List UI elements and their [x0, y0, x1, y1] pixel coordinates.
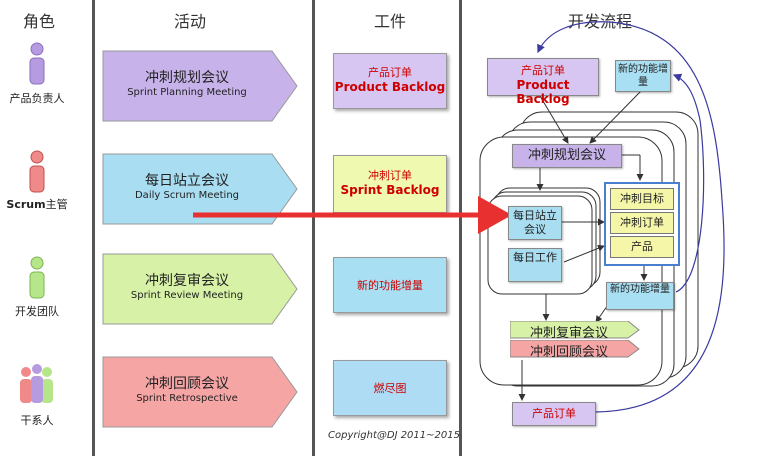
- activity-sprint-retro: 冲刺回顾会议 Sprint Retrospective: [102, 356, 298, 428]
- artifacts-header: 工件: [373, 12, 406, 31]
- flow-new-increment-top: 新的功能增量: [615, 60, 671, 92]
- activity-sprint-review-en: Sprint Review Meeting: [130, 290, 244, 301]
- role-scrum-master: Scrum主管: [0, 196, 77, 212]
- flow-new-increment-text: 新的功能增量: [610, 284, 670, 295]
- activity-sprint-planning-en: Sprint Planning Meeting: [127, 87, 247, 98]
- role-product-owner: 产品负责人: [9, 92, 65, 105]
- stakeholders-icon: [20, 364, 53, 403]
- flow-daily-standup-text: 每日站立会议: [513, 209, 557, 236]
- flow-sprint-planning-text: 冲刺规划会议: [527, 148, 606, 163]
- divider-3: [459, 0, 462, 456]
- flow-sprint-backlog-group: 冲刺目标 冲刺订单 产品: [604, 182, 680, 266]
- activities-header: 活动: [173, 12, 206, 31]
- flow-daily-work-text: 每日工作: [513, 251, 557, 264]
- role-stakeholders: 干系人: [20, 414, 54, 427]
- flow-sprint-review-text: 冲刺复审会议: [529, 326, 608, 341]
- flow-sprint-retro-text: 冲刺回顾会议: [529, 345, 608, 360]
- artifact-burndown: 燃尽图: [333, 360, 447, 416]
- copyright: Copyright@DJ 2011~2015: [328, 430, 460, 441]
- artifact-burndown-zh: 燃尽图: [373, 382, 407, 395]
- role-scrum-master-bold: Scrum: [6, 198, 46, 211]
- flow-product: 产品: [610, 236, 674, 258]
- flow-product-backlog-bottom-text: 产品订单: [532, 407, 576, 420]
- role-dev-team: 开发团队: [15, 305, 59, 318]
- role-scrum-master-rest: 主管: [45, 198, 68, 211]
- flow-product-backlog: 产品订单 Product Backlog: [487, 58, 599, 106]
- artifact-product-backlog-zh: 产品订单: [368, 66, 412, 79]
- artifact-new-increment-zh: 新的功能增量: [357, 279, 423, 292]
- divider-2: [312, 0, 315, 456]
- artifact-sprint-backlog: 冲刺订单 Sprint Backlog: [333, 155, 447, 213]
- flow-sprint-planning: 冲刺规划会议: [512, 144, 622, 168]
- artifact-sprint-backlog-zh: 冲刺订单: [368, 169, 412, 182]
- activity-daily-scrum: 每日站立会议 Daily Scrum Meeting: [102, 153, 298, 225]
- flow-sprint-backlog: 冲刺订单: [610, 212, 674, 234]
- activity-daily-scrum-zh: 每日站立会议: [145, 173, 229, 189]
- flow-new-increment-top-text: 新的功能增量: [618, 64, 668, 88]
- flow-sprint-review: 冲刺复审会议: [510, 321, 640, 341]
- activity-sprint-planning-zh: 冲刺规划会议: [145, 70, 229, 86]
- flow-product-backlog-zh: 产品订单: [521, 64, 565, 77]
- flow-product-backlog-en: Product Backlog: [516, 78, 570, 106]
- activity-sprint-planning: 冲刺规划会议 Sprint Planning Meeting: [102, 50, 298, 122]
- flow-daily-work: 每日工作: [508, 248, 562, 282]
- divider-1: [92, 0, 95, 456]
- flow-sprint-retro: 冲刺回顾会议: [510, 340, 640, 360]
- flow-new-increment: 新的功能增量: [606, 282, 674, 310]
- roles-header: 角色: [22, 12, 55, 31]
- scrum-master-icon: [29, 150, 45, 193]
- artifact-product-backlog-en: Product Backlog: [334, 80, 446, 94]
- flow-sprint-goal: 冲刺目标: [610, 188, 674, 210]
- artifact-new-increment: 新的功能增量: [333, 257, 447, 313]
- dev-team-icon: [29, 256, 45, 299]
- artifact-sprint-backlog-en: Sprint Backlog: [340, 183, 440, 197]
- activity-sprint-retro-en: Sprint Retrospective: [136, 393, 238, 404]
- artifact-product-backlog: 产品订单 Product Backlog: [333, 53, 447, 109]
- activity-daily-scrum-en: Daily Scrum Meeting: [134, 190, 239, 201]
- flow-daily-standup: 每日站立会议: [508, 206, 562, 240]
- activity-sprint-retro-zh: 冲刺回顾会议: [145, 376, 229, 392]
- flow-product-backlog-bottom: 产品订单: [512, 402, 596, 426]
- product-owner-icon: [29, 42, 45, 85]
- activity-sprint-review: 冲刺复审会议 Sprint Review Meeting: [102, 253, 298, 325]
- activity-sprint-review-zh: 冲刺复审会议: [145, 273, 229, 289]
